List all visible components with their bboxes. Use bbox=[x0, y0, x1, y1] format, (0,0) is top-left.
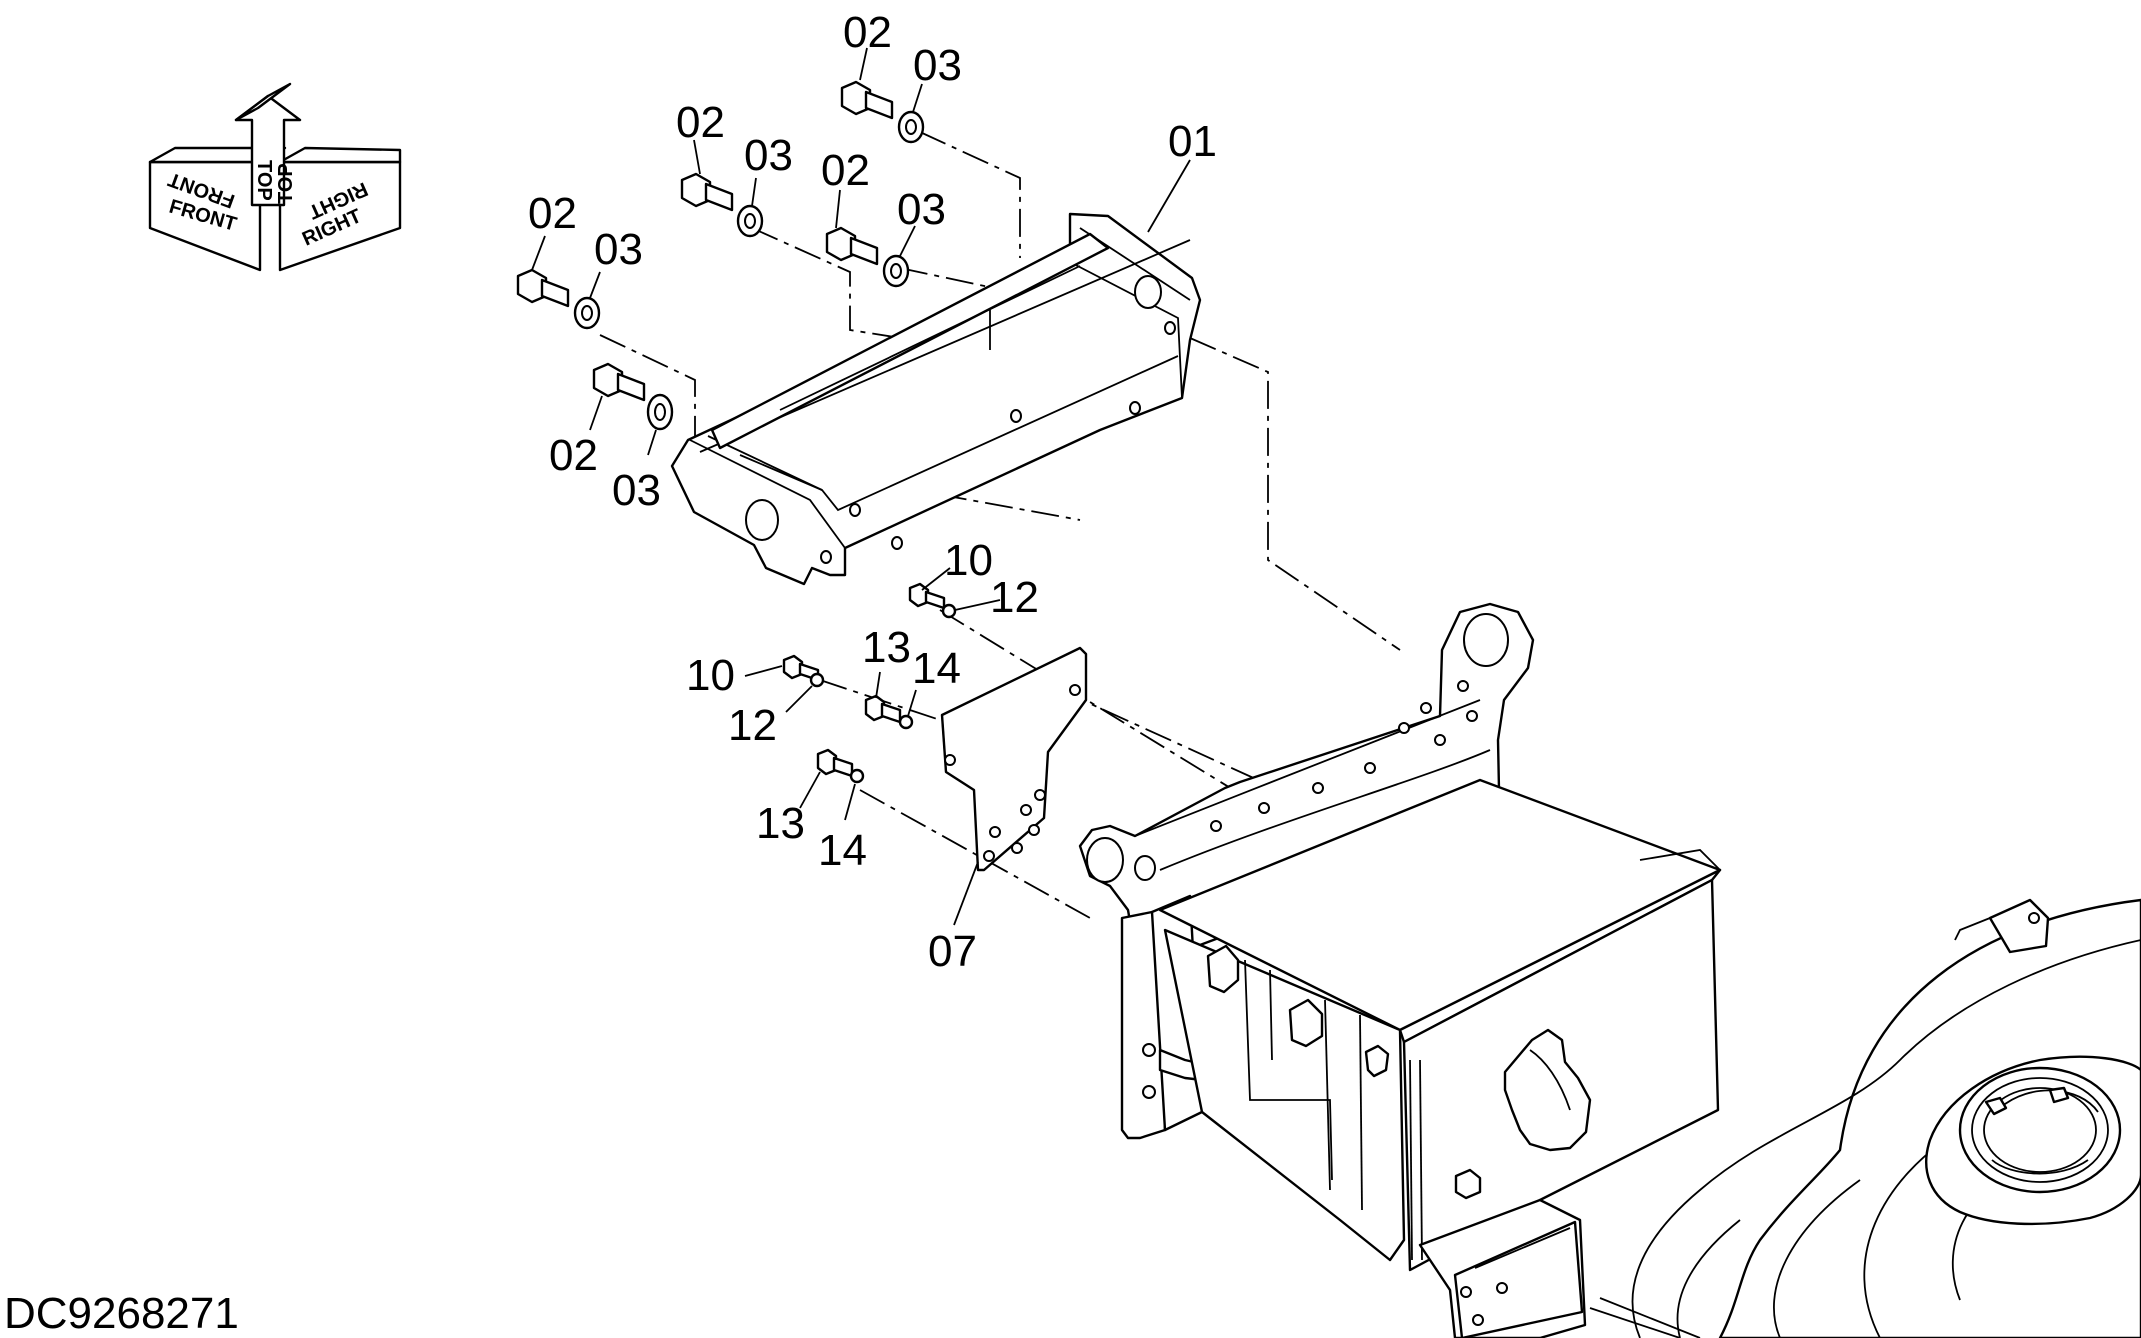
callout-03: 03 bbox=[897, 185, 946, 234]
callout-02: 02 bbox=[676, 98, 725, 147]
orientation-top-label-mirror: TOP bbox=[275, 163, 297, 204]
callout-03: 03 bbox=[594, 225, 643, 274]
bolt-icon bbox=[680, 172, 734, 212]
lock-washer-icon bbox=[809, 672, 825, 688]
bracket-part-01 bbox=[670, 212, 1202, 586]
bolt-icon bbox=[592, 362, 646, 402]
leader-lines bbox=[531, 47, 1191, 926]
screw-icon bbox=[816, 748, 854, 778]
callout-07: 07 bbox=[928, 927, 977, 976]
callout-02: 02 bbox=[843, 8, 892, 57]
lock-washer-icon bbox=[898, 714, 914, 730]
orientation-arrow-icon: FRONT FRONT TOP TOP RIGHT RIGHT bbox=[148, 82, 402, 272]
plate-part-07 bbox=[940, 646, 1088, 872]
callout-10: 10 bbox=[944, 536, 993, 585]
callout-03: 03 bbox=[744, 131, 793, 180]
lock-washer-icon bbox=[849, 768, 865, 784]
screw-icon bbox=[908, 582, 946, 610]
screw-icon bbox=[864, 694, 902, 724]
small-hardware-10-12-13-14 bbox=[782, 582, 957, 784]
callout-03: 03 bbox=[612, 466, 661, 515]
callout-03: 03 bbox=[913, 41, 962, 90]
callout-01: 01 bbox=[1168, 117, 1217, 166]
bolt-icon bbox=[516, 268, 570, 308]
callout-02: 02 bbox=[528, 189, 577, 238]
bolt-icon bbox=[840, 80, 894, 120]
callout-13: 13 bbox=[862, 623, 911, 672]
orientation-top-label: TOP bbox=[253, 160, 275, 201]
callout-14: 14 bbox=[818, 826, 867, 875]
callout-14: 14 bbox=[912, 644, 961, 693]
bolt-icon bbox=[825, 226, 879, 266]
callout-labels: 02 03 02 03 02 03 01 02 03 02 03 10 12 1… bbox=[528, 8, 1217, 976]
lock-washer-icon bbox=[941, 603, 957, 619]
callout-02: 02 bbox=[549, 431, 598, 480]
main-frame bbox=[1078, 602, 2141, 1338]
callout-12: 12 bbox=[990, 573, 1039, 622]
callout-10: 10 bbox=[686, 651, 735, 700]
callout-02: 02 bbox=[821, 146, 870, 195]
drawing-number: DC9268271 bbox=[4, 1289, 239, 1338]
callout-12: 12 bbox=[728, 701, 777, 750]
assembly-center-lines bbox=[599, 131, 1401, 919]
callout-13: 13 bbox=[756, 799, 805, 848]
